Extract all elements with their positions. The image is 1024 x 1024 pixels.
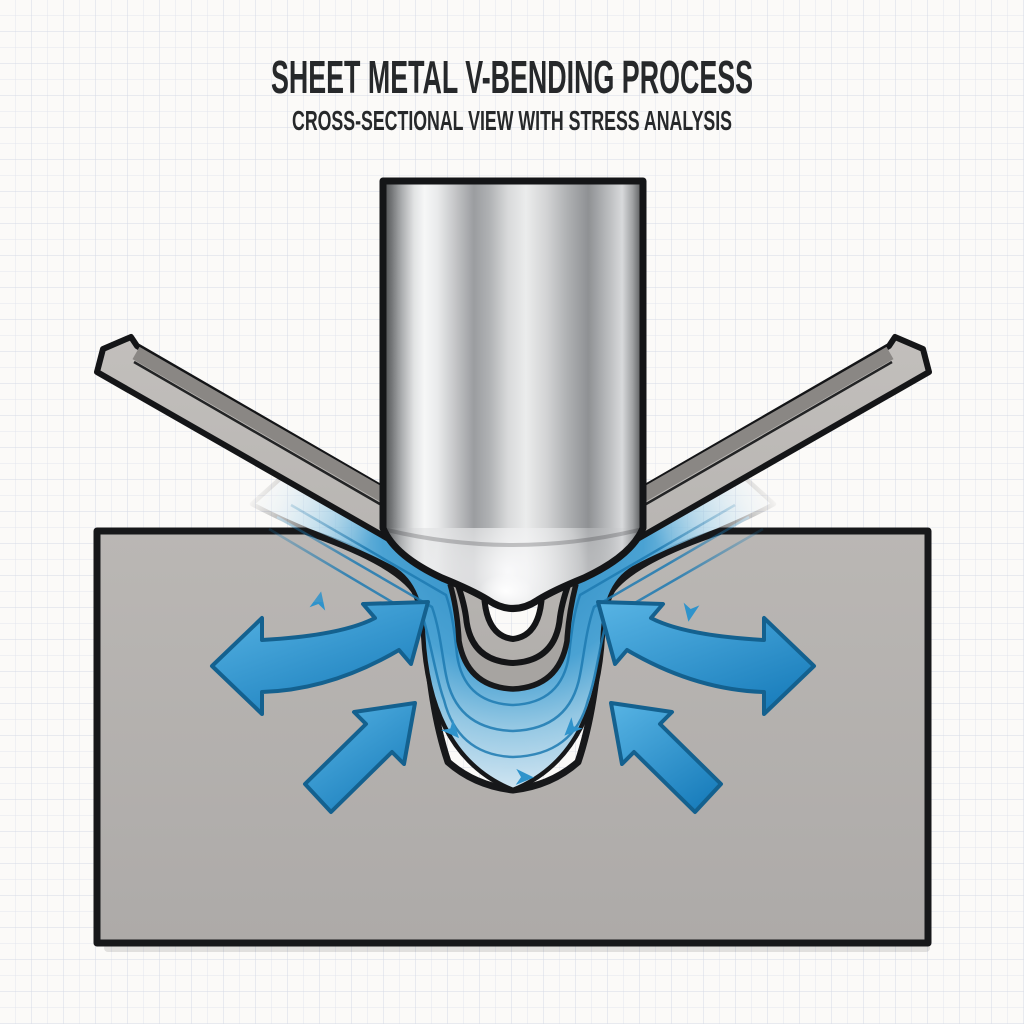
page-subtitle: CROSS-SECTIONAL VIEW WITH STRESS ANALYSI… bbox=[292, 105, 732, 136]
punch-outline bbox=[379, 177, 647, 612]
punch-nose-shading bbox=[383, 528, 643, 609]
flow-arrowheads bbox=[309, 591, 700, 785]
compression-arrow-right bbox=[609, 701, 723, 814]
page-title: SHEET METAL V-BENDING PROCESS bbox=[271, 51, 753, 103]
die-clearance-gap bbox=[450, 577, 576, 689]
punch-tool bbox=[379, 177, 647, 612]
punch-seam-line bbox=[386, 528, 640, 547]
flow-arrow-icon bbox=[309, 591, 326, 611]
flow-arrow-icon bbox=[441, 719, 460, 739]
streamline-inner bbox=[290, 503, 736, 707]
streamlines bbox=[268, 503, 764, 759]
lateral-stress-arrow-right bbox=[596, 600, 816, 716]
streamline-outer bbox=[268, 527, 764, 759]
lateral-stress-arrow-left bbox=[210, 600, 430, 716]
flow-arrow-icon bbox=[515, 768, 534, 785]
die-cavity-surface-line bbox=[447, 583, 579, 692]
punch-body bbox=[383, 181, 643, 609]
stress-arrows bbox=[210, 600, 816, 814]
flow-arrow-icon bbox=[683, 602, 700, 622]
compression-arrow-left bbox=[303, 701, 417, 814]
streamline-middle bbox=[276, 515, 750, 733]
